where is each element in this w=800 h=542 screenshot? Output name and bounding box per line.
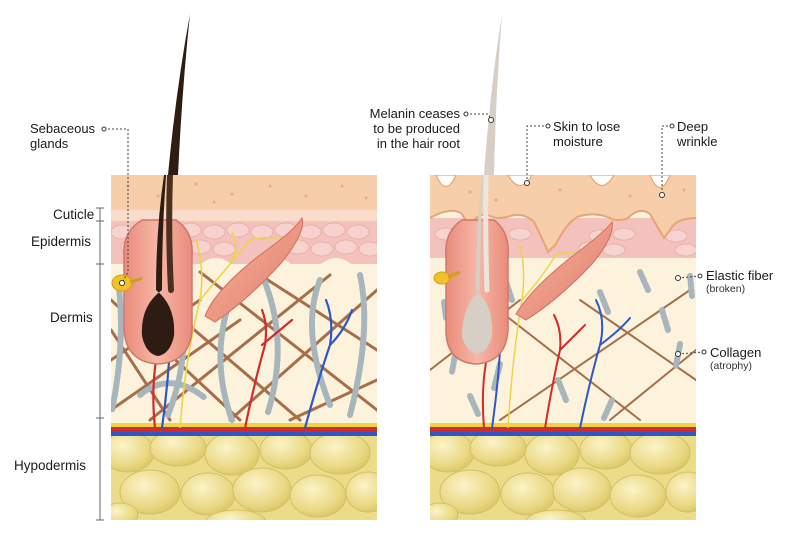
arrector-pili-muscle [204, 216, 304, 323]
vein-band [111, 432, 377, 436]
deep-wrinkle-line2: wrinkle [677, 134, 718, 149]
sebaceous-gland-aged [433, 271, 451, 285]
epidermis-label: Epidermis [31, 234, 92, 249]
collagen-note: (atrophy) [710, 360, 753, 372]
blood-vessels-aged [481, 299, 631, 429]
dermis-label: Dermis [50, 310, 93, 325]
layer-bracket [96, 207, 104, 521]
collagen-name: Collagen [710, 345, 762, 360]
hair-tip-aged [484, 14, 502, 175]
fat-cells [111, 429, 377, 520]
melanin-line3: in the hair root [376, 136, 460, 151]
deep-wrinkle-label: Deep wrinkle [677, 119, 717, 149]
skin-moisture-label: Skin to lose moisture [553, 119, 620, 149]
aged-skin-panel [430, 175, 696, 520]
collagen-label: Collagen (atrophy) [710, 345, 761, 373]
artery-band [111, 427, 377, 432]
hair-shaft-young [141, 175, 175, 356]
broken-elastic-fibers [441, 269, 695, 421]
hair-shaft-aged [462, 175, 493, 354]
sebaceous-glands-label: Sebaceous glands [30, 121, 95, 151]
cuticle-label: Cuticle [53, 207, 95, 222]
young-skin-panel [111, 175, 377, 520]
sebaceous-glands-label-line1: Sebaceous [30, 121, 96, 136]
elastic-fiber-label: Elastic fiber (broken) [706, 268, 773, 296]
hypodermis-label: Hypodermis [14, 458, 87, 473]
skin-moisture-line1: Skin to lose [553, 119, 621, 134]
melanin-line1: Melanin ceases [369, 106, 460, 121]
hair-follicle-aged [445, 219, 509, 365]
callout-leaders [104, 113, 705, 355]
deep-wrinkle-line1: Deep [677, 119, 709, 134]
sebaceous-glands-label-line2: glands [30, 136, 69, 151]
melanin-callout-label: Melanin ceases to be produced in the hai… [356, 106, 460, 151]
arrector-pili-muscle-aged [515, 220, 613, 321]
hair-tip-young [168, 14, 190, 175]
elastic-fiber-name: Elastic fiber [706, 268, 774, 283]
wrinkled-surface [430, 175, 696, 252]
hair-follicle [123, 219, 193, 365]
stratum-corneum [111, 175, 377, 210]
callout-dots [101, 111, 707, 357]
melanin-line2: to be produced [373, 121, 460, 136]
skin-moisture-line2: moisture [553, 134, 603, 149]
elastic-fiber-note: (broken) [706, 283, 746, 295]
